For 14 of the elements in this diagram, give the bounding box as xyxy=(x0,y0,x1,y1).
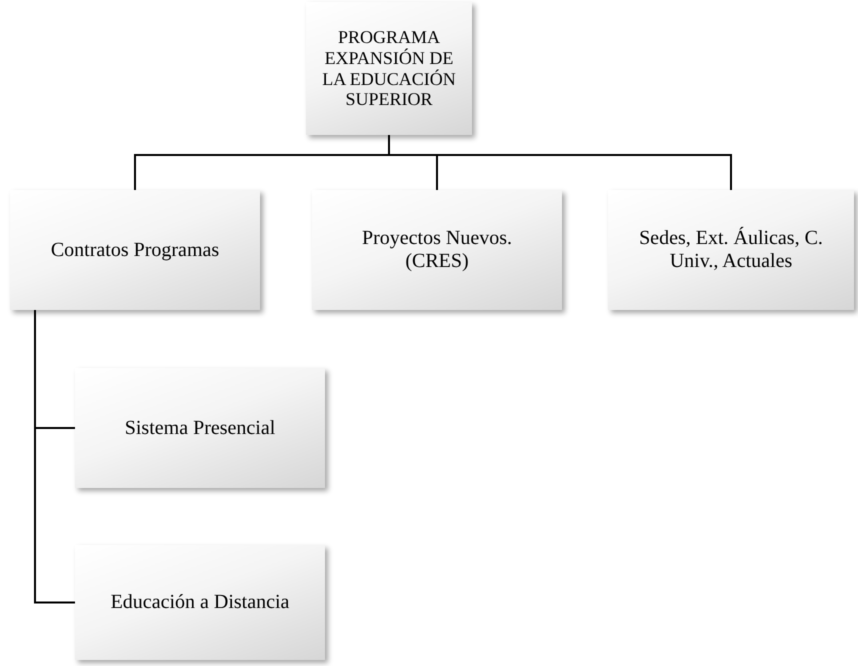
box-text: PROGRAMA EXPANSIÓN DE LA EDUCACIÓN SUPERIOR xyxy=(321,27,457,110)
box-text: Contratos Programas xyxy=(50,238,220,262)
box-text: Sedes, Ext. Áulicas, C. Univ., Actuales xyxy=(638,227,824,273)
org-box xyxy=(306,2,472,135)
org-box xyxy=(75,545,325,660)
box-text: Educación a Distancia xyxy=(110,591,290,614)
org-box xyxy=(10,190,260,310)
box-text: Proyectos Nuevos. (CRES) xyxy=(361,227,513,273)
org-box xyxy=(312,190,562,310)
box-text: Sistema Presencial xyxy=(124,416,276,440)
org-box xyxy=(608,190,854,310)
org-box xyxy=(75,368,325,488)
connector-line xyxy=(388,135,732,190)
connector-line xyxy=(34,310,75,604)
